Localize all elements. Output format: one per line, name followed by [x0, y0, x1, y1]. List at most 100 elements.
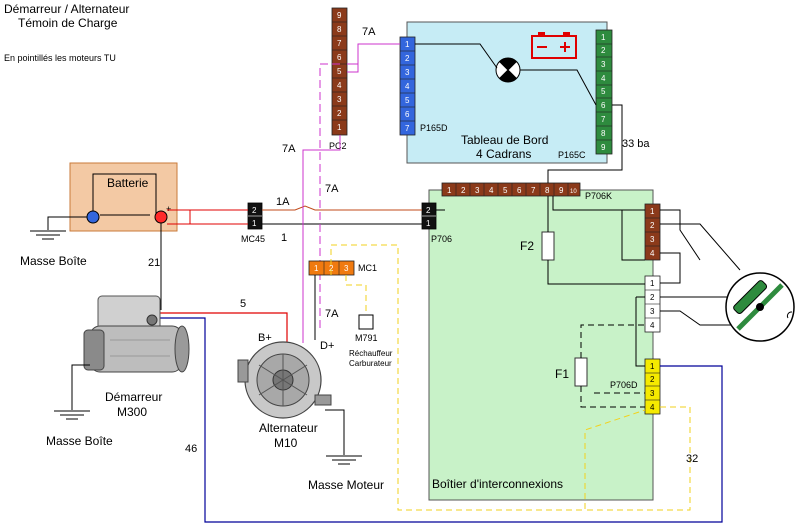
p706k-pin-8: 8 — [545, 186, 550, 195]
p706d-connector: 1 2 3 4 — [644, 358, 661, 415]
fuse-f1-label: F1 — [555, 367, 569, 381]
alternator-icon — [237, 341, 332, 419]
p706-connector: 2 1 — [421, 202, 437, 230]
m791-box — [358, 314, 374, 330]
charge-lamp-icon — [495, 57, 521, 83]
interconnect-label: Boîtier d'interconnexions — [432, 477, 563, 491]
masse-boite-label-1: Masse Boîte — [20, 254, 87, 268]
p165c-connector: 1 2 3 4 5 6 7 8 9 — [595, 29, 613, 155]
dashboard-name-1: Tableau de Bord — [461, 133, 548, 147]
p165c-pin-8: 8 — [601, 129, 606, 138]
pc2-pin-4: 4 — [337, 81, 342, 90]
dashboard-connector-left-label: P165D — [420, 123, 448, 133]
wire-7a-mid-label: 7A — [325, 183, 339, 195]
p165d-pin-3: 3 — [405, 68, 410, 77]
p706d-pin-1: 1 — [650, 362, 655, 371]
pc2-pin-2: 2 — [337, 109, 342, 118]
fuse-f2 — [541, 231, 555, 261]
battery-plus-sign: + — [166, 204, 171, 214]
wire-1-label: 1 — [281, 232, 287, 244]
wire-7a-left-label: 7A — [282, 143, 296, 155]
note-dotted: En pointillés les moteurs TU — [4, 53, 116, 63]
starter-name-2: M300 — [117, 405, 147, 419]
p165c-pin-1: 1 — [601, 33, 606, 42]
p165d-pin-4: 4 — [405, 82, 410, 91]
p706-pin-1: 1 — [426, 219, 431, 228]
p165d-pin-6: 6 — [405, 110, 410, 119]
pc2-pin-7: 7 — [337, 39, 342, 48]
wire-32-label: 32 — [686, 453, 698, 465]
starter-motor-icon — [83, 295, 190, 373]
m791-label: M791 — [355, 333, 378, 343]
p706d-label: P706D — [610, 380, 638, 390]
p706k-pin-9: 9 — [559, 186, 564, 195]
pc2-pin-6: 6 — [337, 53, 342, 62]
wire-7a-low-label: 7A — [325, 308, 339, 320]
pc2-pin-8: 8 — [337, 25, 342, 34]
ground-icon — [54, 410, 90, 420]
mc1-pin-1: 1 — [314, 264, 319, 273]
white-pin-1: 1 — [650, 279, 655, 288]
masse-boite-label-2: Masse Boîte — [46, 434, 113, 448]
p706-label: P706 — [431, 234, 452, 244]
white-pin-2: 2 — [650, 293, 655, 302]
p165c-pin-4: 4 — [601, 74, 606, 83]
mc1-pin-3: 3 — [344, 264, 349, 273]
mc1-label: MC1 — [358, 263, 377, 273]
white-pin-3: 3 — [650, 307, 655, 316]
p706k-pin-3: 3 — [475, 186, 480, 195]
pc2-pin-9: 9 — [337, 11, 342, 20]
dashboard-connector-right-label: P165C — [558, 150, 586, 160]
pc2-pin-5: 5 — [337, 67, 342, 76]
title-line-2: Témoin de Charge — [18, 16, 118, 30]
brown-pin-2: 2 — [650, 221, 655, 230]
alternator-bplus: B+ — [258, 332, 272, 344]
mc1-connector: 1 2 3 — [308, 260, 355, 276]
battery-warning-icon — [531, 32, 577, 59]
p165d-pin-5: 5 — [405, 96, 410, 105]
brown-pin-1: 1 — [650, 207, 655, 216]
battery — [69, 162, 178, 232]
p706k-pin-2: 2 — [461, 186, 466, 195]
mc45-pin-1: 1 — [252, 219, 257, 228]
dashboard-name-2: 4 Cadrans — [476, 147, 531, 161]
p706k-pin-1: 1 — [447, 186, 452, 195]
p165c-pin-2: 2 — [601, 46, 606, 55]
brown-pin-3: 3 — [650, 235, 655, 244]
p165c-pin-6: 6 — [601, 101, 606, 110]
p706k-pin-10: 10 — [570, 189, 577, 195]
alternator-name-1: Alternateur — [259, 421, 318, 435]
pc2-connector: 9 8 7 6 5 4 3 2 1 — [331, 7, 348, 136]
battery-negative-terminal — [86, 210, 100, 224]
p706k-connector: 1 2 3 4 5 6 7 8 9 10 — [441, 182, 581, 197]
wire-46-label: 46 — [185, 443, 197, 455]
fuse-f1 — [574, 357, 588, 387]
p706k-pin-4: 4 — [489, 186, 494, 195]
mc45-connector: 2 1 — [247, 202, 263, 230]
p706k-pin-5: 5 — [503, 186, 508, 195]
m791-desc-2: Carburateur — [349, 359, 392, 368]
wire-7a-top-label: 7A — [362, 26, 376, 38]
p165d-pin-2: 2 — [405, 54, 410, 63]
battery-label: Batterie — [107, 176, 149, 190]
title-line-1: Démarreur / Alternateur — [4, 2, 129, 16]
p706k-pin-7: 7 — [531, 186, 536, 195]
masse-moteur-label: Masse Moteur — [308, 478, 384, 492]
white-pin-4: 4 — [650, 321, 655, 330]
starter-name-1: Démarreur — [105, 390, 162, 404]
p706-pin-2: 2 — [426, 206, 431, 215]
p165c-pin-5: 5 — [601, 87, 606, 96]
pc2-pin-1: 1 — [337, 123, 342, 132]
pc2-pin-3: 3 — [337, 95, 342, 104]
ignition-switch-icon — [725, 272, 795, 342]
p165d-pin-1: 1 — [405, 40, 410, 49]
mc1-pin-2: 2 — [329, 264, 334, 273]
p165c-pin-3: 3 — [601, 60, 606, 69]
interconnect-box — [428, 189, 654, 501]
p706d-pin-4: 4 — [650, 403, 655, 412]
wire-21-label: 21 — [148, 257, 160, 269]
p706k-label: P706K — [585, 191, 612, 201]
m791-desc-1: Réchauffeur — [349, 349, 393, 358]
p706d-pin-2: 2 — [650, 375, 655, 384]
